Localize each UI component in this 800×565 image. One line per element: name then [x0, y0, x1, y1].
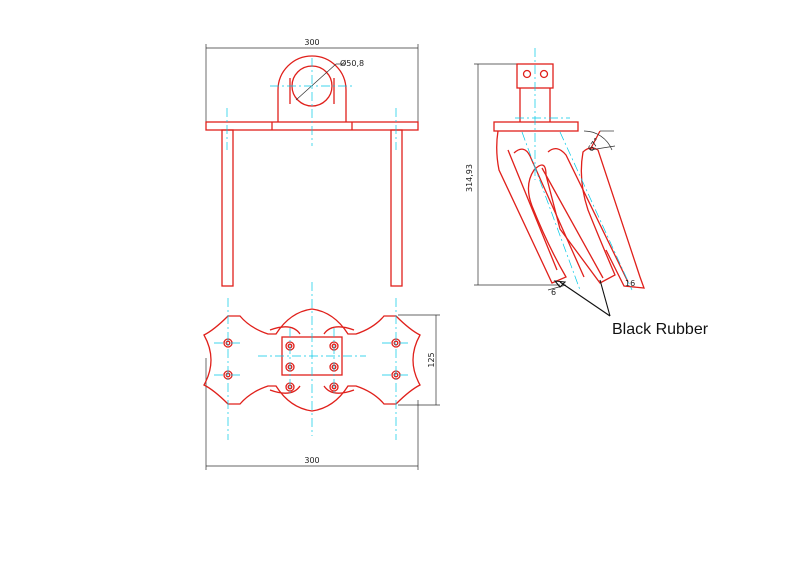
top-width-dimension: 300 — [304, 456, 319, 465]
fork-arms — [496, 130, 645, 289]
front-width-dimension: 300 — [304, 38, 319, 47]
side-view: 314,93 67° 6 16 — [465, 48, 645, 297]
black-rubber-callout: Black Rubber — [553, 279, 709, 338]
callout-label: Black Rubber — [612, 321, 709, 338]
top-view: 300 125 — [203, 282, 440, 470]
side-foot-dimension-left: 6 — [551, 288, 556, 297]
top-height-dimension: 125 — [427, 352, 436, 367]
front-view: 300 Ø50,8 — [205, 38, 419, 287]
front-leg-left — [221, 129, 234, 287]
clamp-diameter-dimension: Ø50,8 — [340, 58, 364, 68]
clamp-ring: Ø50,8 — [277, 55, 364, 122]
side-top-plate — [493, 121, 579, 132]
side-foot-dimension-right: 16 — [625, 279, 635, 288]
front-leg-right — [390, 129, 403, 287]
side-height-dimension: 314,93 — [465, 164, 474, 192]
side-angle-dimension: 67° — [586, 136, 602, 153]
